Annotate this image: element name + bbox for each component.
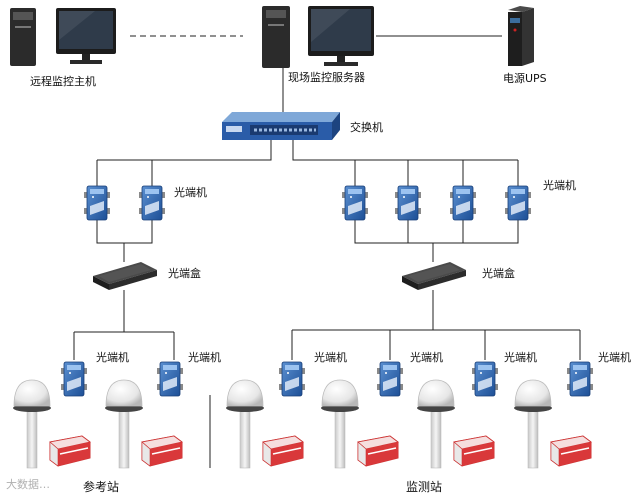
fiber-converter-icon — [60, 361, 88, 397]
monitor-icon — [308, 6, 374, 66]
monitoring-station-group: 监测站 — [225, 379, 592, 494]
converter-label: 光端机 — [314, 350, 347, 364]
fiber-box-left: 光端盒 — [93, 262, 201, 290]
converter-group-top-right: 光端机 — [341, 178, 576, 221]
fiber-converter-icon — [138, 185, 166, 221]
converter-label: 光端机 — [598, 350, 631, 364]
fiber-box-icon — [402, 262, 466, 290]
converter-label: 光端机 — [504, 350, 537, 364]
fiber-converter-icon — [83, 185, 111, 221]
fiber-box-right: 光端盒 — [402, 262, 515, 290]
switch-label: 交换机 — [350, 120, 383, 134]
monitor-icon — [56, 8, 116, 64]
fiber-converter-icon — [278, 361, 306, 397]
tower-computer-icon — [262, 6, 290, 68]
switch-icon — [222, 112, 340, 140]
link-switch-left-bus — [97, 140, 272, 161]
reference-station-group: 参考站 — [12, 379, 183, 494]
fiber-box-icon — [93, 262, 157, 290]
tower-computer-icon — [10, 8, 36, 66]
ups-label: 电源UPS — [503, 71, 547, 85]
converter-label: 光端机 — [174, 185, 207, 199]
ups-icon — [508, 6, 534, 66]
converter-label: 光端机 — [96, 350, 129, 364]
watermark-text: 大数据… — [6, 477, 50, 491]
site-server-pc: 现场监控服务器 — [262, 6, 374, 84]
monitoring-converters: 光端机 光端机 光端机 光端机 — [278, 350, 631, 397]
reference-station-label: 参考站 — [83, 479, 119, 494]
fiber-converter-icon — [156, 361, 184, 397]
network-switch: 交换机 — [222, 112, 383, 140]
fiber-converter-icon — [341, 185, 369, 221]
ups-unit: 电源UPS — [503, 6, 547, 85]
converter-group-top-left: 光端机 — [83, 185, 207, 221]
fiber-converter-icon — [449, 185, 477, 221]
remote-host-label: 远程监控主机 — [30, 74, 96, 88]
converter-label: 光端机 — [410, 350, 443, 364]
fiber-converter-icon — [504, 185, 532, 221]
converter-label: 光端机 — [543, 178, 576, 192]
box-label: 光端盒 — [482, 266, 515, 280]
remote-host-pc: 远程监控主机 — [10, 8, 116, 88]
monitoring-station-label: 监测站 — [406, 480, 442, 494]
fiber-converter-icon — [471, 361, 499, 397]
box-label: 光端盒 — [168, 266, 201, 280]
fiber-converter-icon — [394, 185, 422, 221]
connection-lines — [73, 35, 581, 468]
site-server-label: 现场监控服务器 — [288, 70, 365, 84]
link-switch-right-bus — [292, 140, 518, 161]
converter-label: 光端机 — [188, 350, 221, 364]
fiber-converter-icon — [376, 361, 404, 397]
fiber-converter-icon — [566, 361, 594, 397]
reference-converters: 光端机 光端机 — [60, 350, 221, 397]
